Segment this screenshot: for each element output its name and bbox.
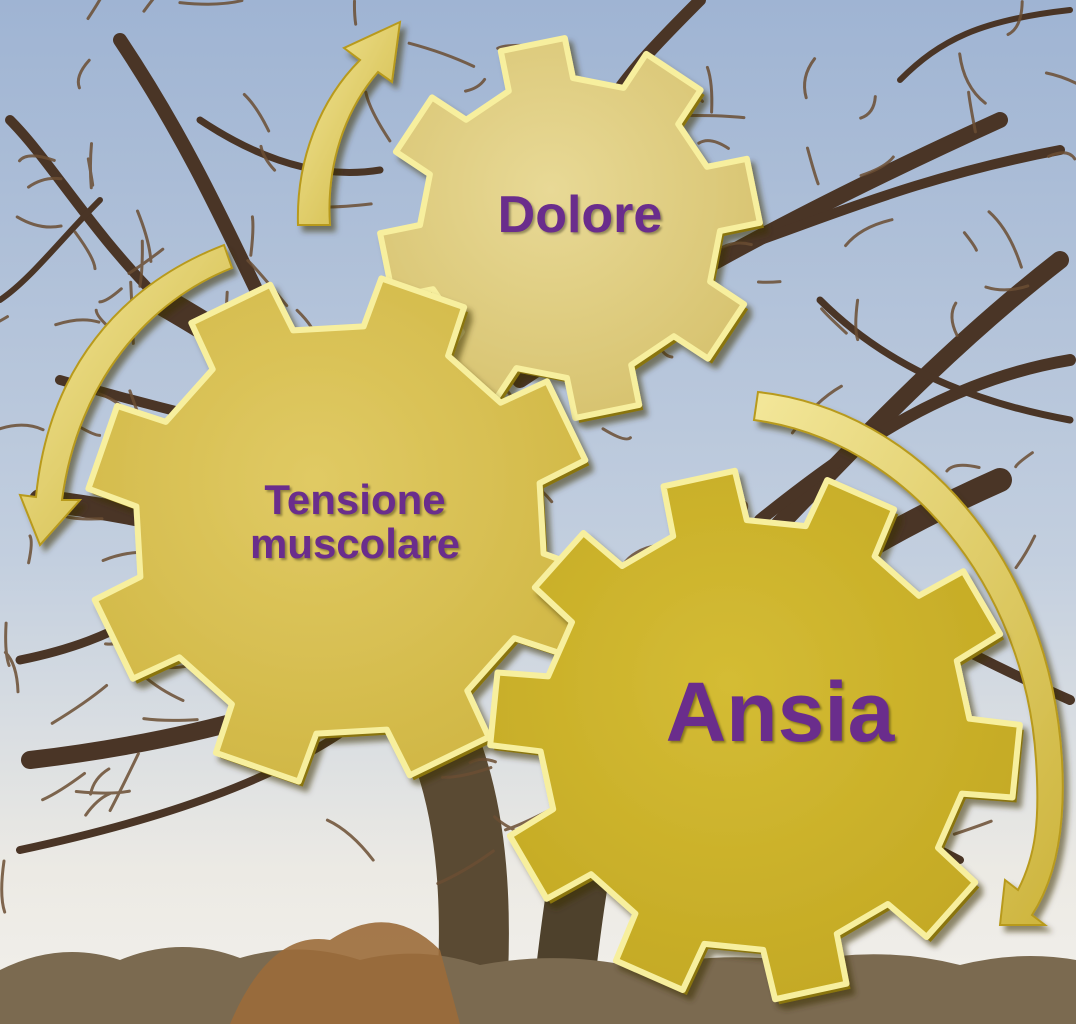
gear-label-ansia: Ansia [600,668,960,756]
twig [354,1,355,24]
gear-label-tensione-line-2: muscolare [200,522,510,566]
gear-label-dolore: Dolore [470,188,690,243]
twig [144,719,197,721]
gear-label-tensione-line-1: Tensione [200,478,510,522]
twig [759,282,781,283]
gear-label-tensione: Tensione muscolare [200,478,510,566]
treeline [0,947,1076,1024]
